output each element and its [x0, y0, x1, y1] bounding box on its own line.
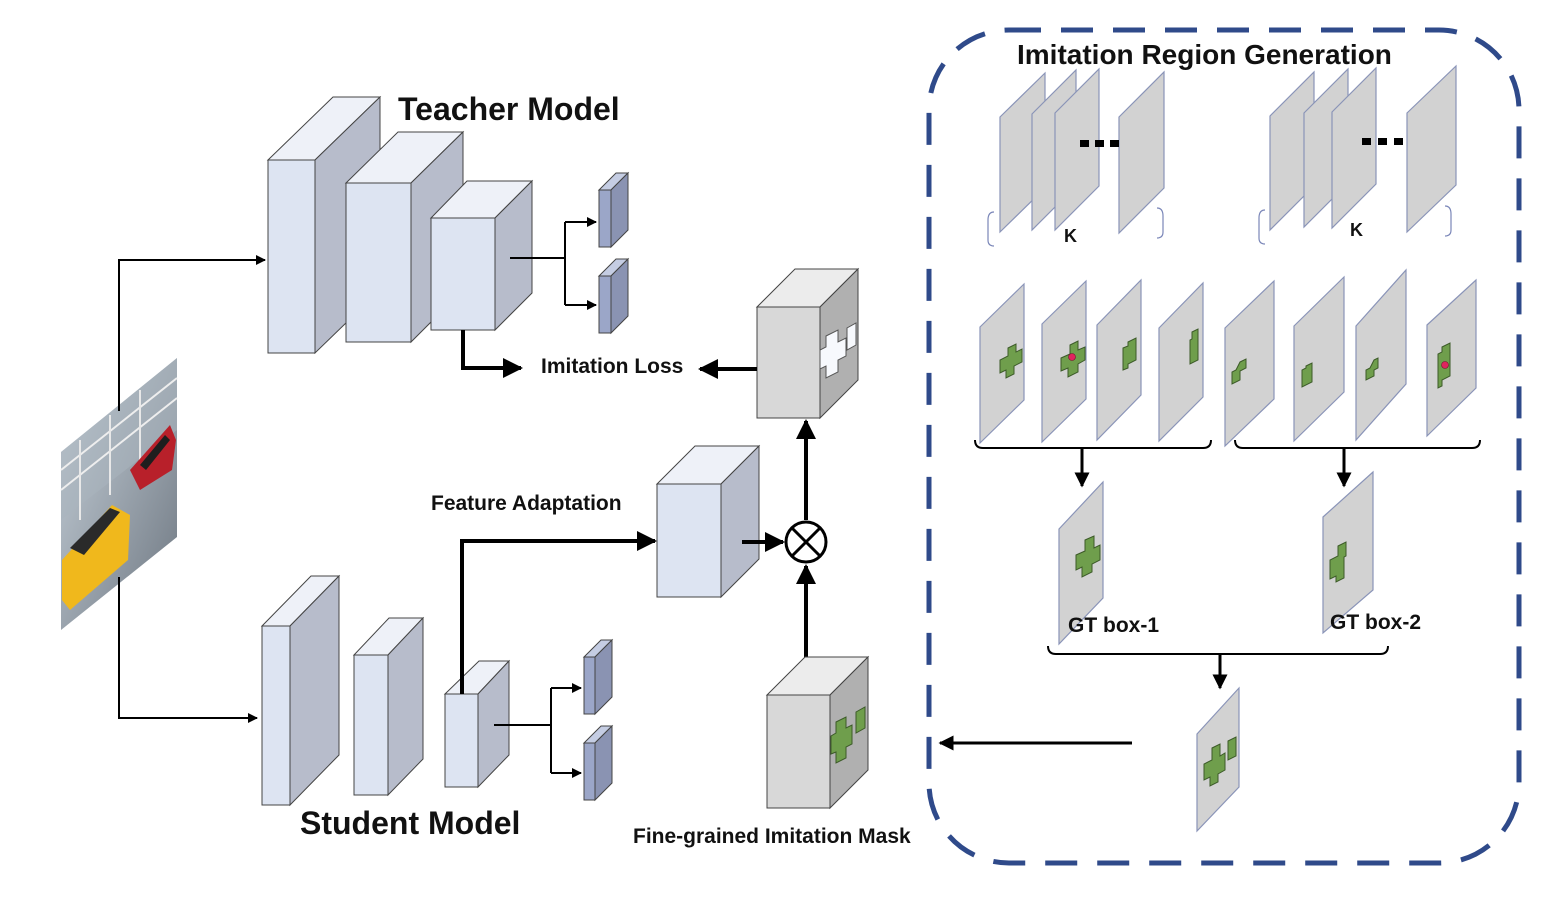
- ellipsis-dots-2: [1362, 138, 1403, 145]
- k-label-1: K: [1064, 226, 1077, 246]
- group-brackets: [974, 439, 1481, 655]
- feature-adaptation-block: [655, 444, 761, 599]
- teacher-head-reg: [597, 257, 630, 335]
- student-block-1: [260, 574, 341, 807]
- brace-1: [987, 207, 1164, 247]
- region-generation-panel: [926, 27, 1522, 866]
- gt-box-2-card: [1322, 470, 1374, 635]
- gt-box-2-label: GT box-2: [1330, 611, 1421, 634]
- fine-grained-mask-cube: [765, 655, 870, 810]
- teacher-model-label: Teacher Model: [398, 91, 620, 127]
- gt-box-1-card: [1058, 480, 1104, 646]
- student-head-cls: [582, 638, 614, 716]
- teacher-head-connectors: [510, 217, 597, 310]
- fine-grained-mask-label: Fine-grained Imitation Mask: [633, 825, 911, 848]
- masked-feature-cube: [755, 267, 860, 420]
- student-head-reg: [582, 724, 614, 802]
- anchor-stack-1: [999, 67, 1165, 235]
- anchor-center-dots: [1068, 353, 1449, 369]
- feature-adaptation-label: Feature Adaptation: [431, 492, 622, 515]
- ellipsis-dots-1: [1080, 140, 1119, 147]
- student-to-adaptation-arrow: [460, 531, 657, 694]
- imitation-loss-label: Imitation Loss: [541, 355, 683, 378]
- teacher-head-cls: [597, 171, 630, 249]
- combined-mask-card: [1196, 686, 1240, 833]
- anchor-stack-2: [1269, 64, 1457, 234]
- region-generation-title: Imitation Region Generation: [1017, 39, 1392, 70]
- gt-box-1-label: GT box-1: [1068, 614, 1159, 637]
- teacher-to-loss-arrow: [461, 330, 523, 378]
- region-cards-row: [979, 268, 1477, 448]
- input-image: [60, 358, 178, 630]
- k-label-2: K: [1350, 220, 1363, 240]
- student-block-2: [352, 616, 425, 797]
- multiply-operator: [784, 520, 828, 564]
- brace-2: [1258, 205, 1452, 245]
- student-model-label: Student Model: [300, 805, 520, 841]
- student-head-connectors: [494, 683, 582, 778]
- input-connectors: [118, 255, 266, 723]
- region-green-patches: [999, 328, 1451, 389]
- group-arrows: [1074, 448, 1352, 690]
- teacher-block-3: [429, 179, 534, 332]
- yellow-car: [62, 505, 130, 610]
